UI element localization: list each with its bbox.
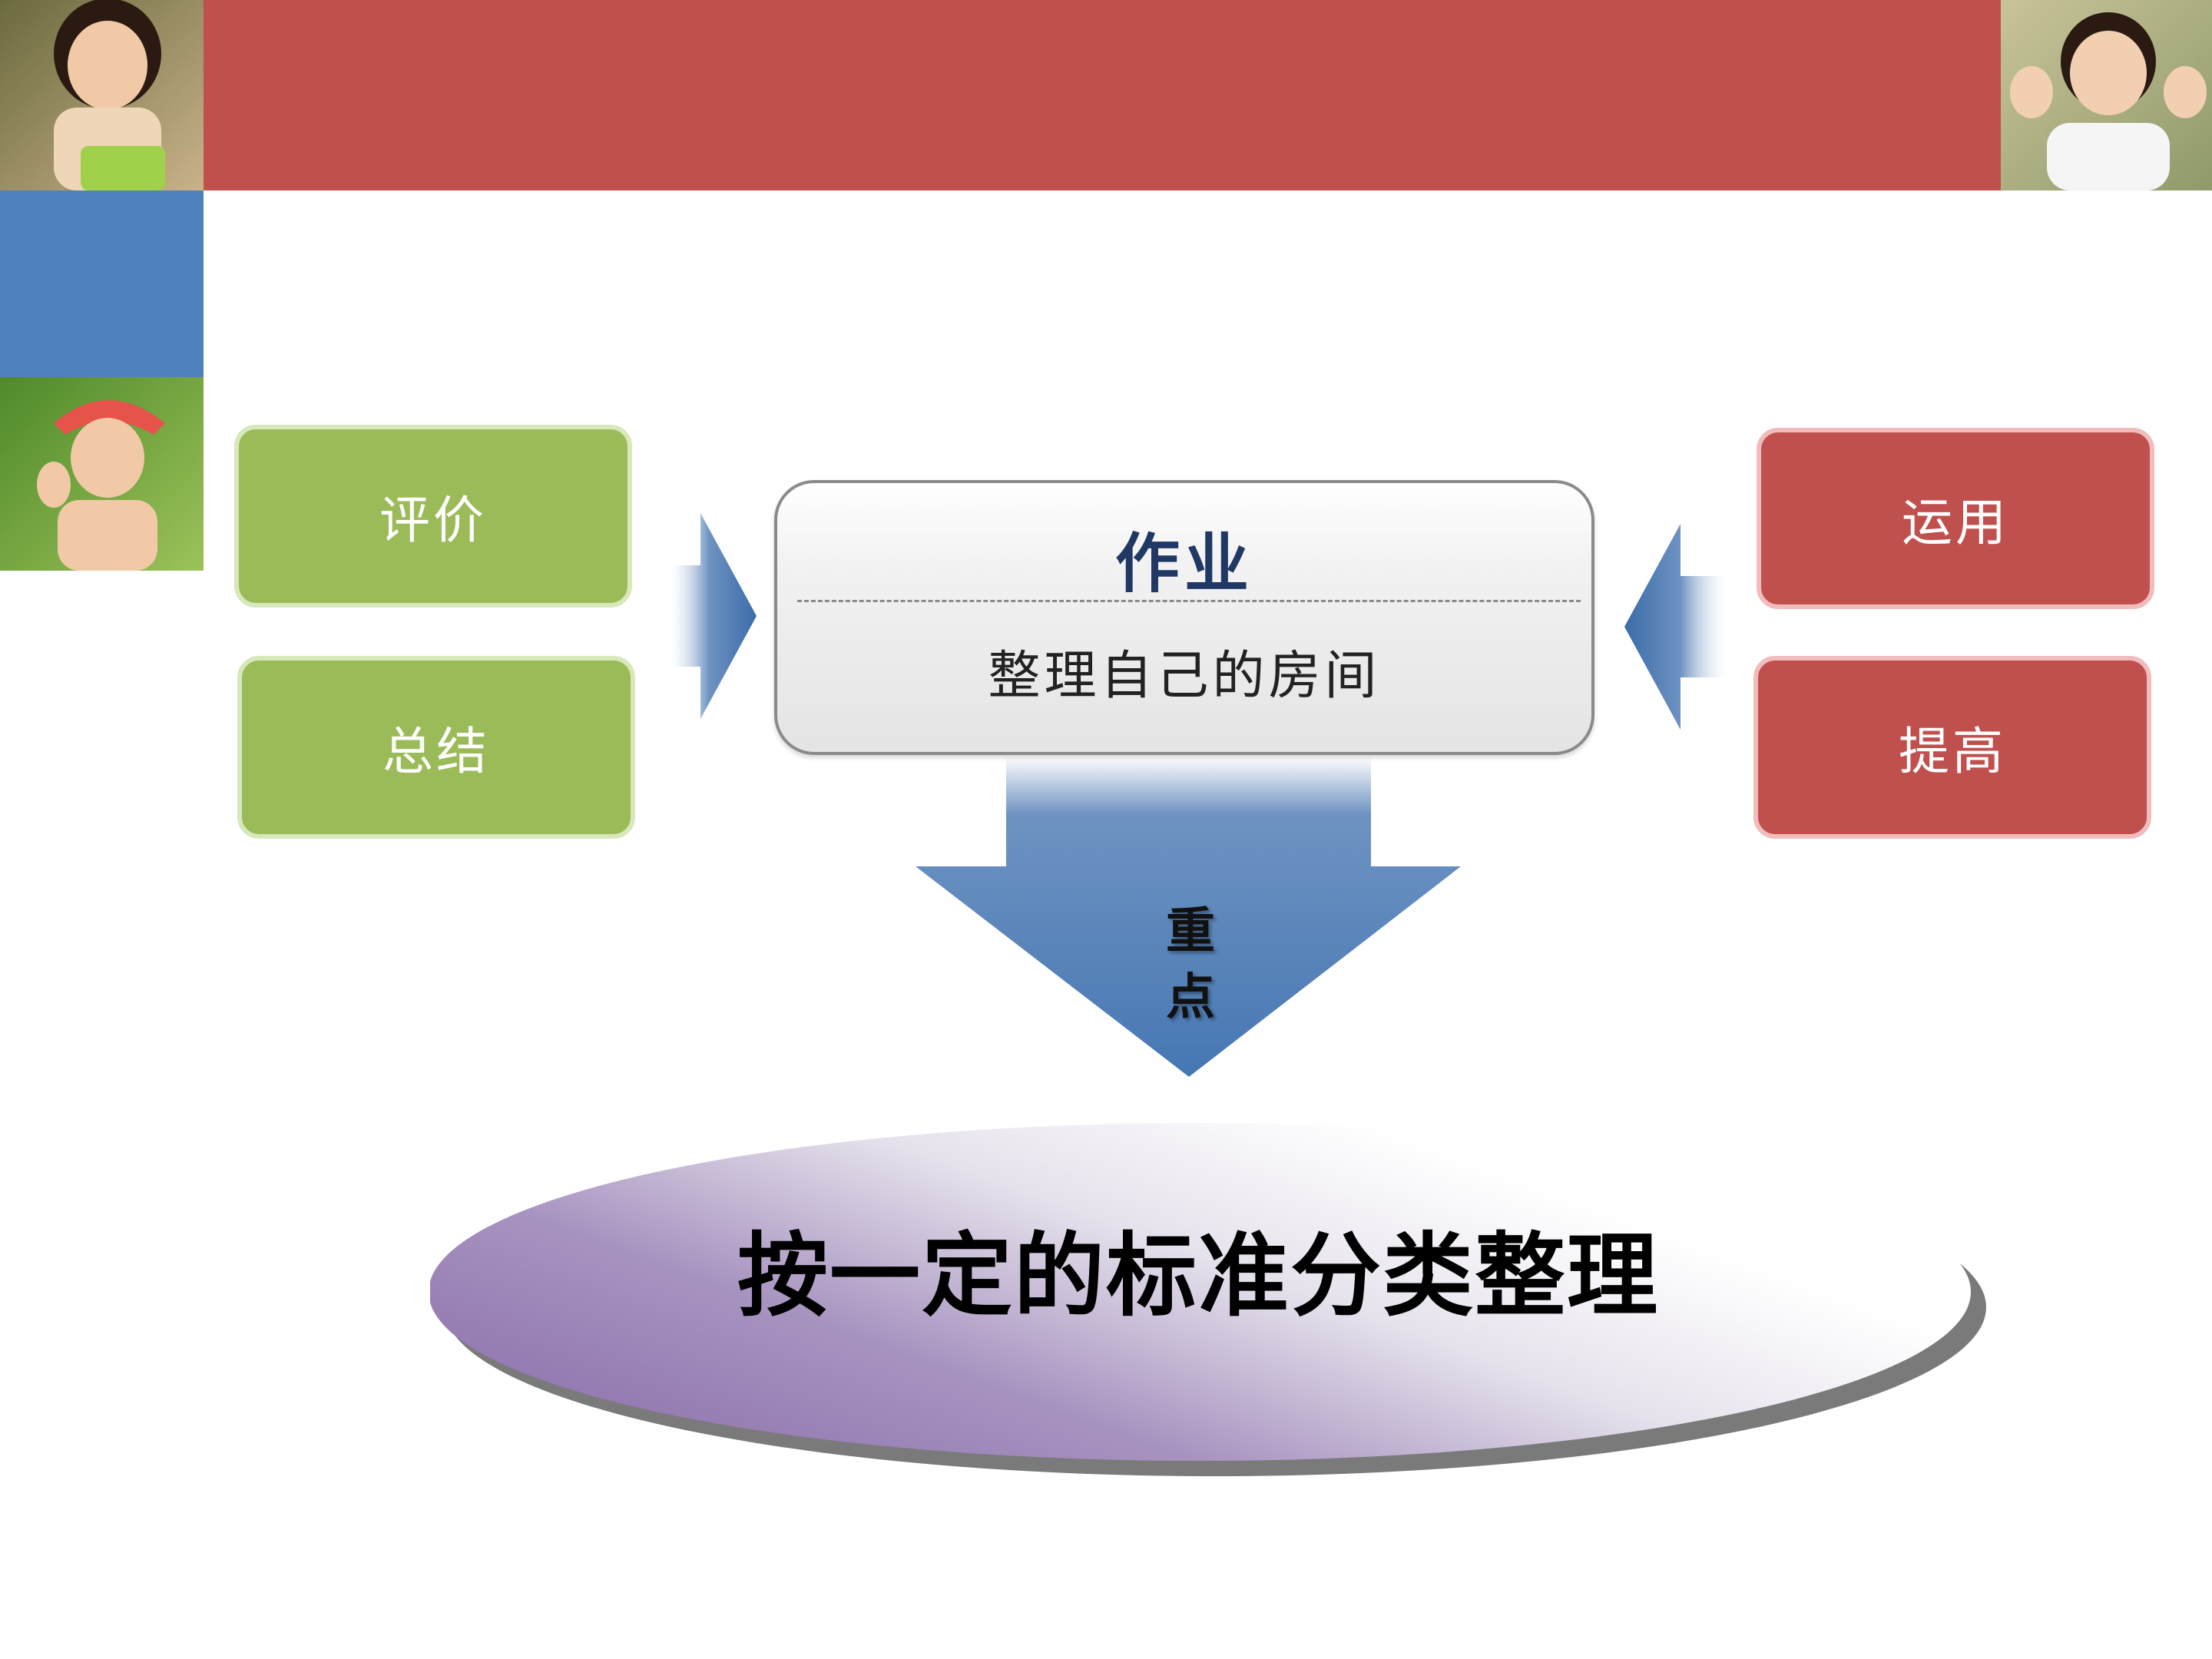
improvement-label: 提高 bbox=[1899, 722, 2006, 781]
header-band bbox=[204, 0, 2001, 190]
summary-box: 总结 bbox=[237, 656, 635, 839]
left-arrow bbox=[1624, 524, 1727, 730]
side-blue-block bbox=[0, 190, 204, 377]
evaluation-label: 评价 bbox=[379, 491, 487, 550]
conclusion-text: 按一定的标准分类整理 bbox=[737, 1223, 1660, 1329]
girl-in-hat-clapping-photo bbox=[0, 377, 204, 571]
summary-label: 总结 bbox=[382, 722, 490, 781]
focus-label: 重 点 bbox=[1164, 899, 1217, 1031]
application-label: 运用 bbox=[1902, 493, 2009, 552]
evaluation-box: 评价 bbox=[234, 425, 632, 608]
conclusion-ellipse bbox=[430, 1123, 1986, 1476]
application-box: 运用 bbox=[1757, 428, 2154, 609]
right-arrow bbox=[670, 513, 757, 719]
homework-title: 作业 bbox=[1114, 526, 1253, 601]
card-divider bbox=[797, 600, 1581, 602]
down-arrow bbox=[916, 757, 1461, 1077]
toddler-waving-photo bbox=[2001, 0, 2212, 190]
homework-task: 整理自己的房间 bbox=[988, 646, 1381, 707]
homework-card: 作业 整理自己的房间 bbox=[774, 480, 1594, 755]
focus-char-1: 重 bbox=[1166, 903, 1215, 960]
girl-with-watering-can-photo bbox=[0, 0, 204, 190]
focus-char-2: 点 bbox=[1166, 969, 1215, 1026]
improvement-box: 提高 bbox=[1753, 656, 2151, 839]
